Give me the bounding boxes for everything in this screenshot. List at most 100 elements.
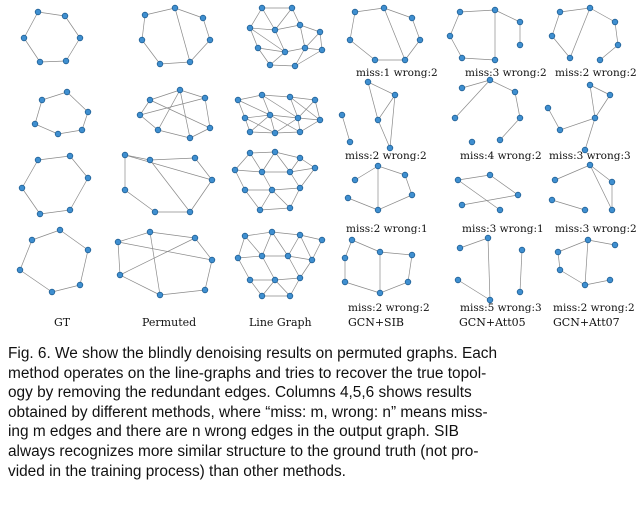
graph-edge [249, 27, 276, 31]
graph-node [266, 61, 274, 69]
graph-r1-gt [31, 88, 92, 138]
graph-node [66, 152, 74, 160]
graph-r0-gt [20, 8, 84, 66]
graph-node [514, 191, 522, 199]
graph-edge [204, 97, 211, 129]
graph-edge [377, 194, 413, 211]
graph-edge [237, 235, 246, 259]
graph-node [318, 236, 326, 244]
graph-edge [159, 289, 206, 296]
graph-node [516, 114, 524, 122]
graph-node [146, 96, 154, 104]
panel-label-r2c5: miss:3 wrong:2 [555, 223, 637, 235]
graph-node [544, 104, 552, 112]
graph-edge [383, 7, 413, 19]
graph-node [346, 138, 354, 146]
graph-edge [289, 167, 316, 173]
graph-node [288, 4, 296, 12]
graph-node [586, 81, 594, 89]
graph-node [208, 256, 216, 264]
graph-edge [237, 255, 263, 259]
graph-node [591, 114, 599, 122]
graph-edge [189, 179, 213, 213]
graph-node [176, 86, 184, 94]
graph-node [491, 56, 499, 64]
graph-node [171, 4, 179, 12]
graph-node [511, 88, 519, 96]
graph-node [18, 184, 26, 192]
graph-edge [499, 117, 521, 141]
graph-edge [367, 81, 396, 96]
graph-edge [284, 47, 306, 53]
graph-edge [269, 114, 301, 133]
graph-edge [297, 117, 321, 121]
graph-node [458, 201, 466, 209]
graph-edge [494, 9, 521, 23]
panel-label-r1c5: miss:3 wrong:3 [549, 150, 631, 162]
graph-edge [234, 169, 263, 173]
graph-node [156, 291, 164, 299]
graph-edge [297, 99, 316, 119]
graph-node [556, 8, 564, 16]
graph-edge [234, 169, 246, 191]
graph-node [186, 58, 194, 66]
graph-edge [119, 237, 196, 276]
graph-edge [449, 11, 461, 37]
graph-edge [124, 154, 213, 181]
graph-node [376, 248, 384, 256]
graph-edge [271, 187, 301, 191]
graph-edge [194, 157, 213, 181]
graph-node [206, 124, 214, 132]
graph-edge [69, 155, 89, 179]
graph-node [296, 231, 304, 239]
graph-edge [139, 97, 206, 116]
graph-node [404, 278, 412, 286]
graph-node [141, 11, 149, 19]
graph-edge [249, 27, 286, 53]
graph-node [246, 276, 254, 284]
graph-node [206, 36, 214, 44]
graph-edge [377, 94, 396, 121]
graph-edge [23, 11, 39, 39]
graph-r3-sib [341, 236, 416, 297]
graph-edge [237, 99, 271, 116]
graph-node [584, 236, 592, 244]
graph-node [596, 56, 604, 64]
graph-r1-att05 [451, 76, 524, 146]
graph-node [454, 176, 462, 184]
graph-edge [144, 7, 176, 16]
graph-r0-linegraph [246, 4, 326, 70]
graph-edge [311, 239, 323, 261]
graph-edge [269, 64, 296, 67]
graph-node [374, 162, 382, 170]
graph-node [84, 246, 92, 254]
graph-edge [289, 96, 299, 119]
graph-edge [117, 241, 213, 261]
graph-edge [237, 99, 246, 119]
graph-edge [234, 152, 251, 171]
graph-node [156, 60, 164, 68]
caption-line-6: always recognizes more similar structure… [8, 442, 479, 460]
graph-edge [119, 274, 161, 296]
graph-edge [589, 84, 596, 119]
graph-node [416, 36, 424, 44]
graph-edge [189, 39, 211, 63]
graph-node [286, 93, 294, 101]
graph-edge [271, 231, 289, 257]
graph-edge [404, 174, 413, 196]
graph-node [401, 56, 409, 64]
graph-r3-att05 [454, 234, 526, 304]
graph-edge [551, 11, 561, 37]
panel-label-r2c3: miss:2 wrong:1 [346, 223, 428, 235]
graph-node [154, 126, 162, 134]
graph-r0-att07 [548, 4, 622, 64]
caption-line-4: obtained by different methods, where “mi… [8, 403, 488, 421]
graph-node [611, 18, 619, 26]
graph-edge [141, 14, 146, 41]
graph-node [296, 184, 304, 192]
graph-r1-att07 [544, 81, 614, 154]
graph-node [48, 288, 56, 296]
graph-edge [547, 107, 561, 131]
graph-node [374, 206, 382, 214]
graph-node [186, 208, 194, 216]
